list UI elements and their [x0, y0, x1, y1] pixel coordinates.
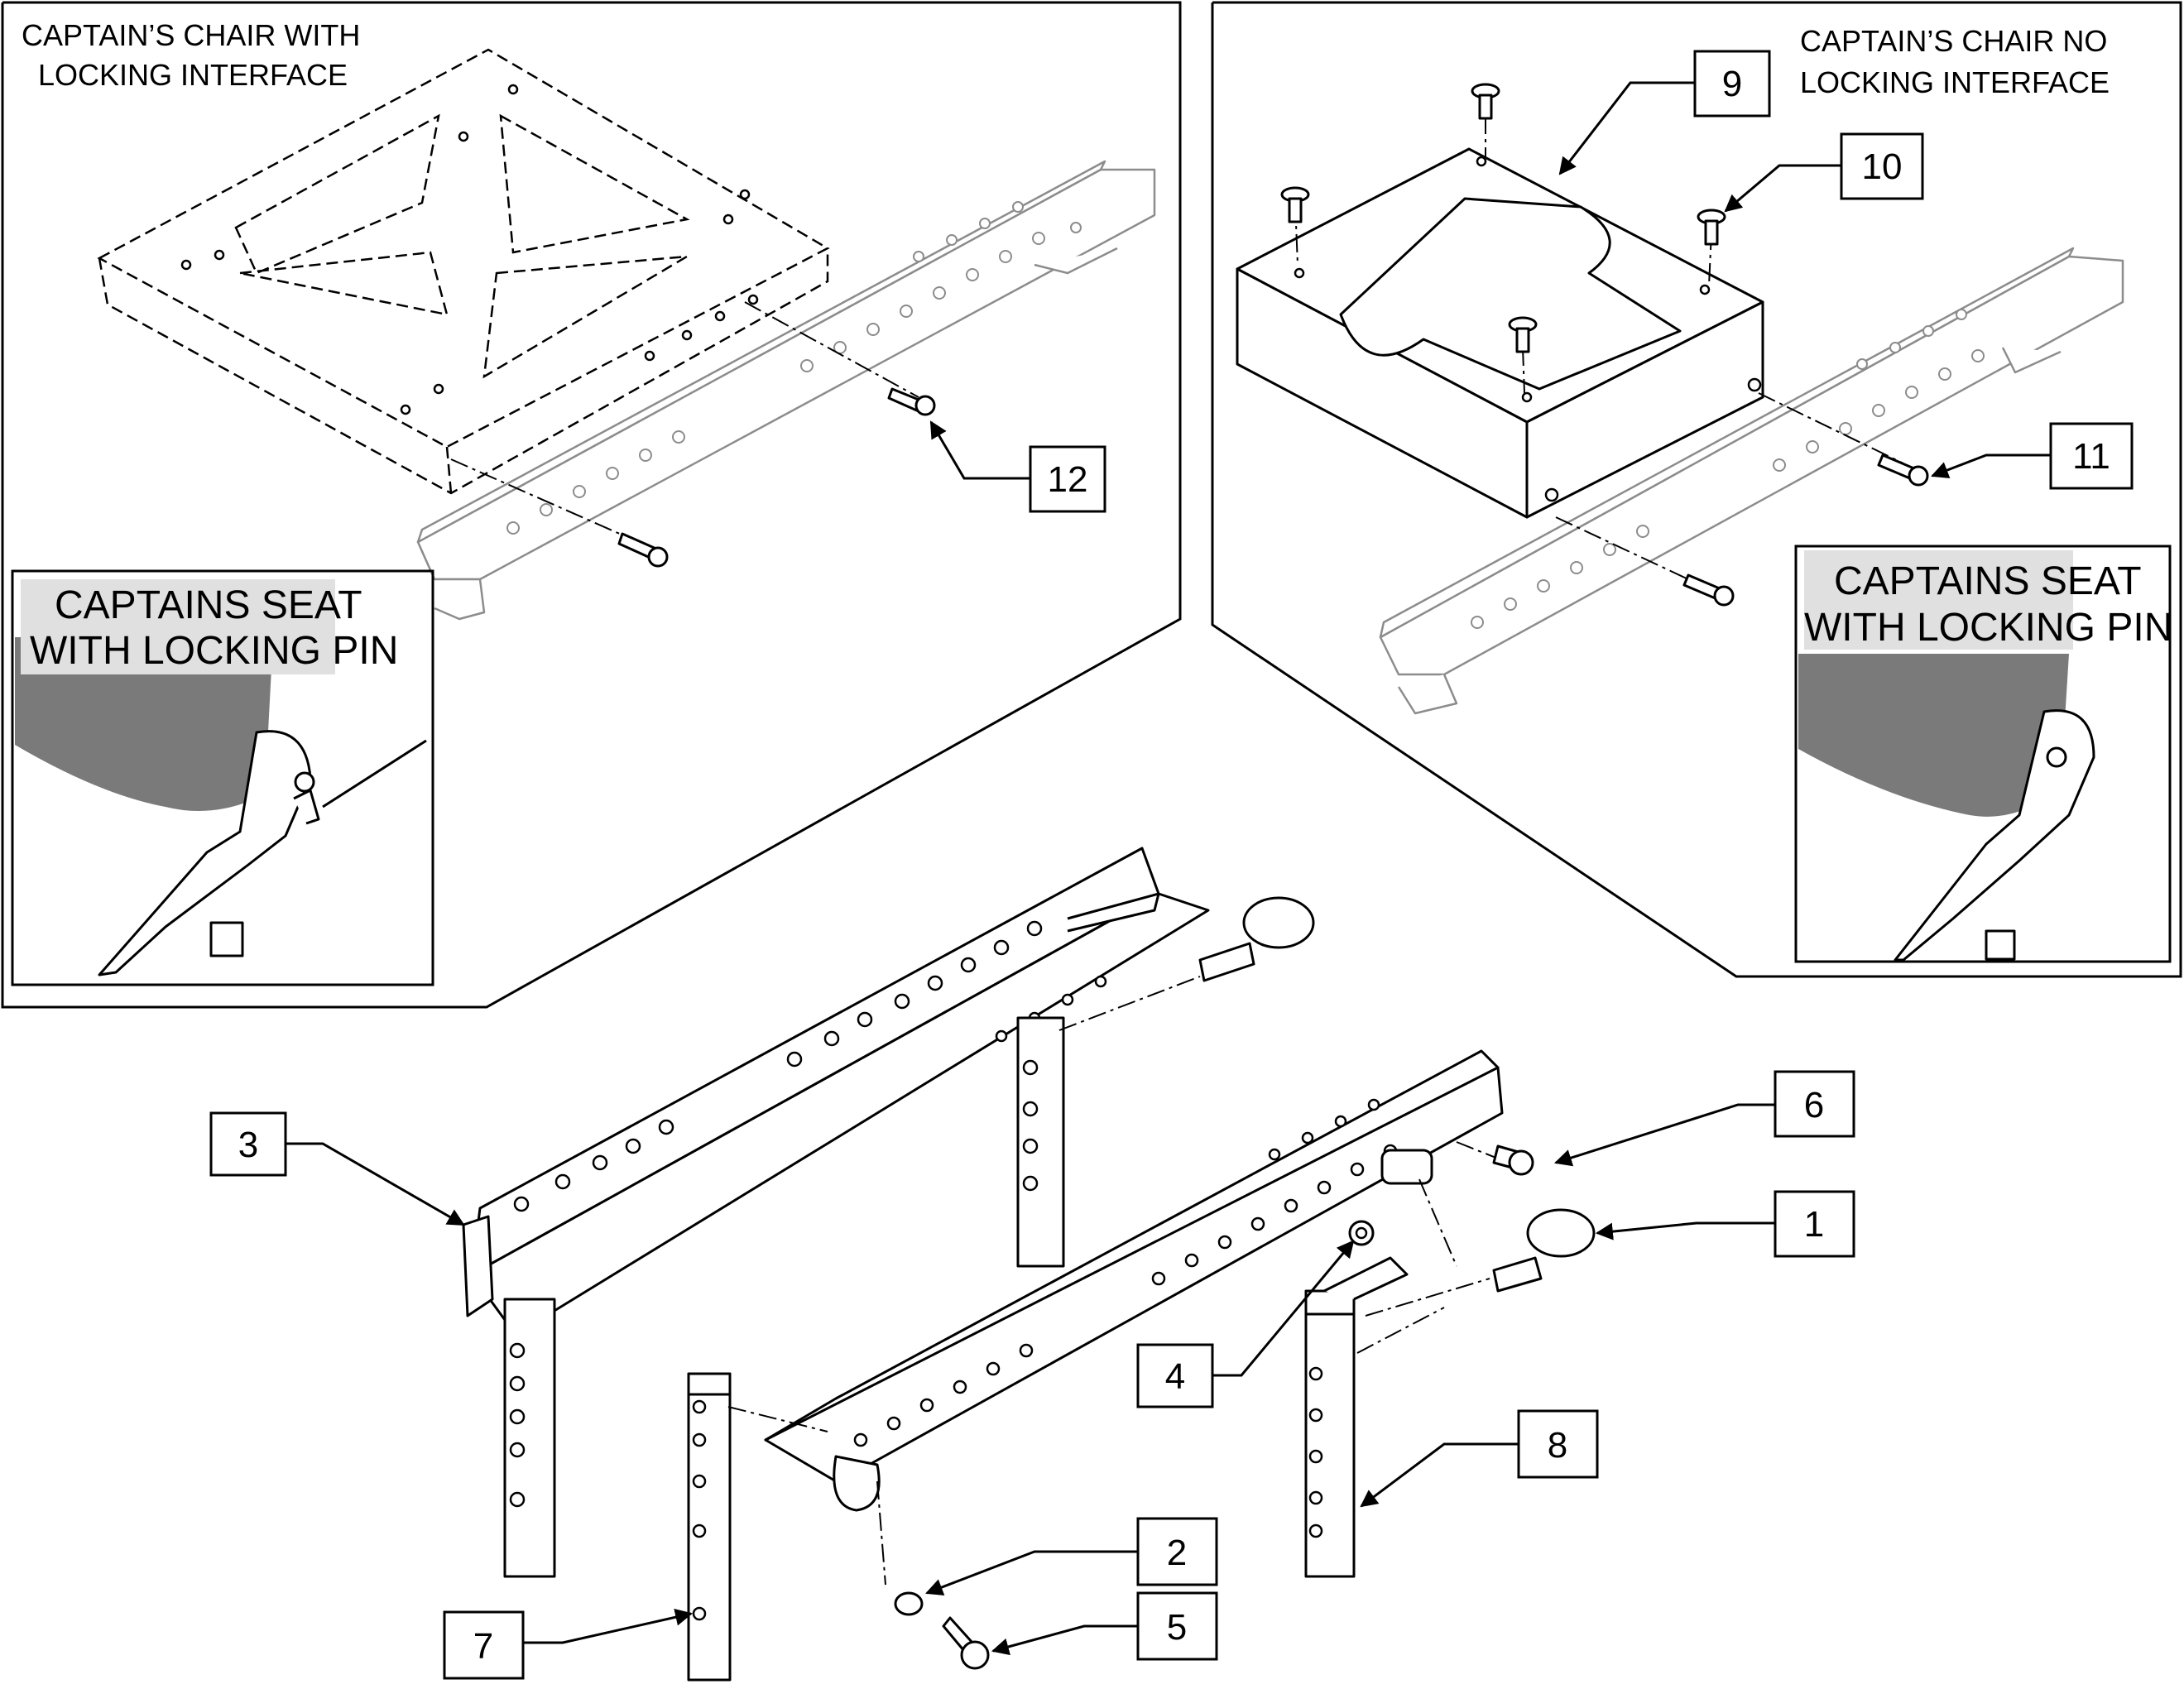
inset-left-label-line2: WITH LOCKING PIN — [30, 629, 398, 673]
seat-adapter-box — [1236, 147, 1764, 519]
callout-6: 6 — [1553, 1070, 1855, 1167]
panel-right-caption-line2: LOCKING INTERFACE — [1800, 65, 2110, 99]
screw-12-pair — [450, 301, 936, 568]
callout-10: 10 — [1724, 132, 1924, 213]
inset-locking-pin-right: CAPTAINS SEAT WITH LOCKING PIN — [1794, 545, 2172, 963]
base-rail-assembly: 3 6 1 4 8 2 5 — [209, 847, 1855, 1682]
callout-2-number: 2 — [1167, 1533, 1187, 1573]
leg-under-rail-3 — [503, 1016, 1065, 1578]
screws-9-10 — [1280, 83, 1726, 394]
panel-left-caption-line1: CAPTAIN’S CHAIR WITH — [22, 18, 360, 52]
callout-6-number: 6 — [1804, 1085, 1824, 1125]
callout-8: 8 — [1360, 1409, 1599, 1508]
seat-rail-3 — [462, 847, 1210, 1322]
locking-pin-upper — [1058, 896, 1315, 1031]
callout-9: 9 — [1558, 50, 1771, 175]
callout-12-number: 12 — [1048, 459, 1088, 500]
hardware-parts — [876, 1141, 1596, 1670]
locking-interface-plate — [97, 48, 830, 495]
callout-7-number: 7 — [473, 1626, 493, 1667]
seat-rail-ghost — [416, 160, 1156, 621]
callout-4-number: 4 — [1165, 1356, 1185, 1397]
callout-8-number: 8 — [1548, 1425, 1567, 1466]
callout-5: 5 — [991, 1591, 1218, 1661]
callout-4: 4 — [1136, 1240, 1355, 1408]
panel-no-locking-interface: CAPTAIN’S CHAIR NO LOCKING INTERFACE — [1211, 1, 2182, 978]
leg-8 — [1304, 1178, 1457, 1578]
callout-3-number: 3 — [238, 1125, 258, 1165]
callout-1: 1 — [1595, 1190, 1855, 1258]
callout-1-number: 1 — [1804, 1204, 1824, 1245]
panel-left-caption-line2: LOCKING INTERFACE — [38, 58, 348, 92]
callout-5-number: 5 — [1167, 1607, 1187, 1648]
seat-rail-lower — [764, 1049, 1504, 1512]
callout-3: 3 — [209, 1111, 465, 1226]
panel-with-locking-interface: CAPTAIN’S CHAIR WITH LOCKING INTERFACE — [1, 1, 1182, 1009]
inset-right-label-line1: CAPTAINS SEAT — [1834, 559, 2142, 603]
callout-10-number: 10 — [1862, 146, 1903, 187]
inset-left-label-line1: CAPTAINS SEAT — [55, 583, 362, 627]
panel-right-caption-line1: CAPTAIN’S CHAIR NO — [1800, 24, 2107, 58]
callout-2: 2 — [925, 1517, 1218, 1596]
callout-11-number: 11 — [2072, 436, 2110, 477]
inset-right-label-line2: WITH LOCKING PIN — [1804, 606, 2172, 650]
callout-7: 7 — [443, 1608, 694, 1680]
callout-9-number: 9 — [1722, 64, 1742, 104]
inset-locking-pin-left: CAPTAINS SEAT WITH LOCKING PIN — [11, 569, 434, 986]
callout-12: 12 — [929, 420, 1106, 513]
seat-rail-ghost-right — [1379, 247, 2124, 715]
leg-7 — [687, 1372, 828, 1682]
screw-11-pair — [1555, 392, 1929, 607]
callout-11: 11 — [1931, 422, 2134, 490]
